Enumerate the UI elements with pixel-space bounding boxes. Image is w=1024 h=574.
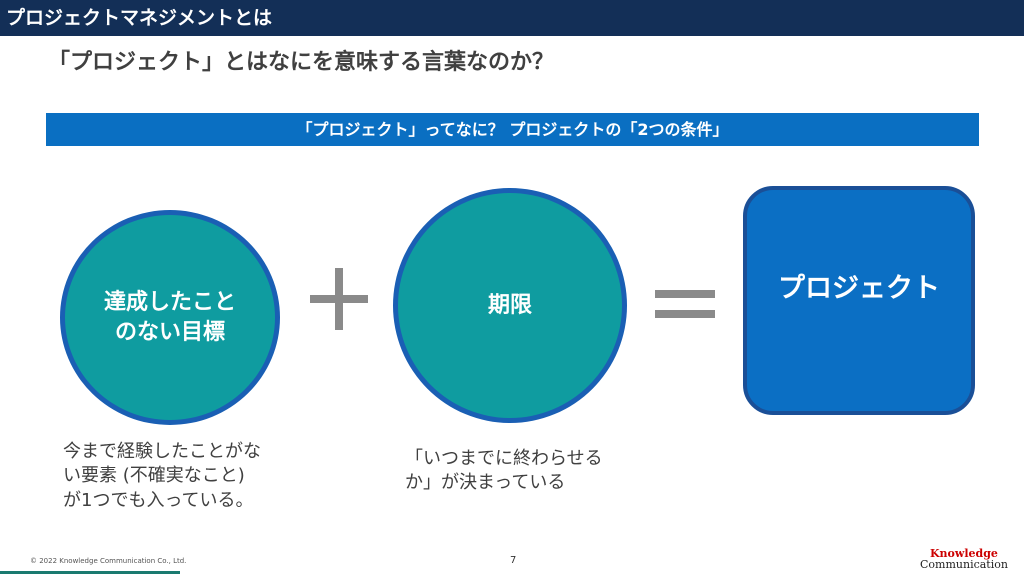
- goal-line-1: 達成したこと: [103, 289, 236, 315]
- desc-line: か」が決まっている: [405, 472, 566, 494]
- project-box: プロジェクト: [743, 186, 975, 415]
- equals-icon: [655, 290, 715, 318]
- footer-accent-line: [0, 571, 180, 574]
- goal-line-2: のない目標: [114, 319, 225, 345]
- company-logo: Knowledge Communication: [920, 548, 1008, 570]
- deadline-description: 「いつまでに終わらせる か」が決まっている: [405, 447, 603, 496]
- desc-line: 今まで経験したことがな: [63, 441, 261, 462]
- logo-bottom: Communication: [920, 558, 1008, 571]
- plus-icon: [310, 268, 368, 330]
- deadline-circle: 期限: [393, 188, 627, 423]
- goal-description: 今まで経験したことがな い要素 (不確実なこと) が1つでも入っている。: [63, 440, 261, 513]
- copyright: © 2022 Knowledge Communication Co., Ltd.: [30, 557, 187, 565]
- section-banner: 「プロジェクト」ってなに？ プロジェクトの「2つの条件」: [46, 113, 979, 146]
- desc-line: 「いつまでに終わらせる: [405, 448, 603, 469]
- desc-line: が1つでも入っている。: [63, 489, 254, 511]
- logo-top: Knowledge: [930, 547, 998, 560]
- slide-header: プロジェクトマネジメントとは: [0, 0, 1024, 36]
- slide-subtitle: 「プロジェクト」とはなにを意味する言葉なのか？: [48, 50, 555, 75]
- desc-line: い要素 (不確実なこと): [63, 465, 245, 487]
- goal-circle: 達成したことのない目標: [60, 210, 280, 425]
- page-number: 7: [510, 555, 517, 566]
